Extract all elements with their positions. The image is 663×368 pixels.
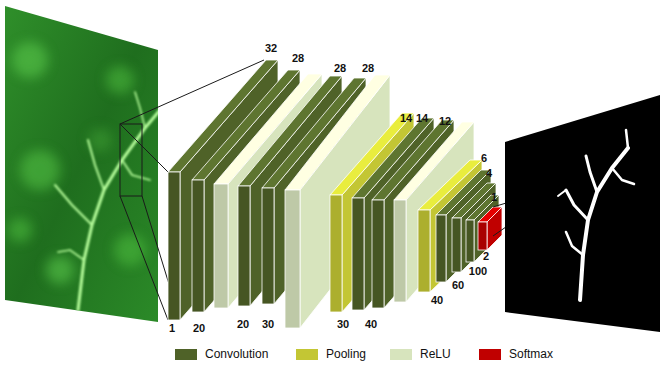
dimension-label: 1 — [169, 323, 175, 334]
dimension-label: 12 — [439, 116, 451, 127]
legend-text: ReLU — [420, 347, 451, 361]
slab-front — [452, 218, 461, 272]
slab-top — [478, 207, 502, 222]
legend-entry: ReLU — [390, 347, 451, 361]
legend-entry: Pooling — [296, 347, 366, 361]
legend-text: Softmax — [509, 347, 553, 361]
dimension-label: 4 — [486, 168, 492, 179]
dimension-label: 28 — [334, 63, 346, 74]
slab-front — [478, 222, 487, 250]
legend-entry: Convolution — [175, 347, 268, 361]
dimension-label: 30 — [337, 319, 349, 330]
dimension-label: 14 — [400, 113, 412, 124]
slab-front — [418, 210, 430, 292]
dimension-label: 60 — [452, 280, 464, 291]
layer-slab — [285, 75, 390, 328]
dimension-label: 14 — [416, 113, 428, 124]
legend-swatch — [479, 349, 501, 360]
slab-front — [238, 186, 250, 306]
dimension-label: 2 — [483, 251, 489, 262]
dimension-label: 20 — [193, 323, 205, 334]
legend-text: Convolution — [205, 347, 268, 361]
input-image — [5, 6, 160, 322]
slab-front — [352, 198, 364, 310]
dimension-label: 40 — [365, 319, 377, 330]
dimension-label: 32 — [265, 43, 277, 54]
slab-front — [168, 172, 180, 320]
slab-front — [466, 220, 474, 262]
output-ground — [505, 95, 660, 332]
slab-front — [372, 200, 384, 308]
dimension-label: 1 — [491, 192, 497, 203]
dimension-label: 6 — [481, 153, 487, 164]
output-image — [505, 95, 660, 332]
dimension-label: 28 — [292, 53, 304, 64]
slab-front — [214, 184, 228, 308]
legend-text: Pooling — [326, 347, 366, 361]
slab-front — [330, 195, 342, 312]
slab-front — [192, 180, 204, 312]
slab-front — [394, 200, 406, 302]
layer-stack — [168, 60, 502, 328]
layer-slab — [478, 207, 502, 250]
output-segmentation — [558, 130, 634, 300]
legend-swatch — [175, 349, 197, 360]
slab-front — [262, 188, 274, 304]
dimension-label: 100 — [469, 266, 487, 277]
dimension-label: 28 — [362, 63, 374, 74]
legend-swatch — [296, 349, 318, 360]
dimension-label: 20 — [237, 319, 249, 330]
legend-swatch — [390, 349, 412, 360]
dimension-label: 40 — [431, 295, 443, 306]
slab-front — [285, 190, 300, 328]
slab-front — [436, 215, 446, 282]
dimension-label: 30 — [262, 319, 274, 330]
legend-entry: Softmax — [479, 347, 553, 361]
input-texture — [8, 42, 160, 310]
